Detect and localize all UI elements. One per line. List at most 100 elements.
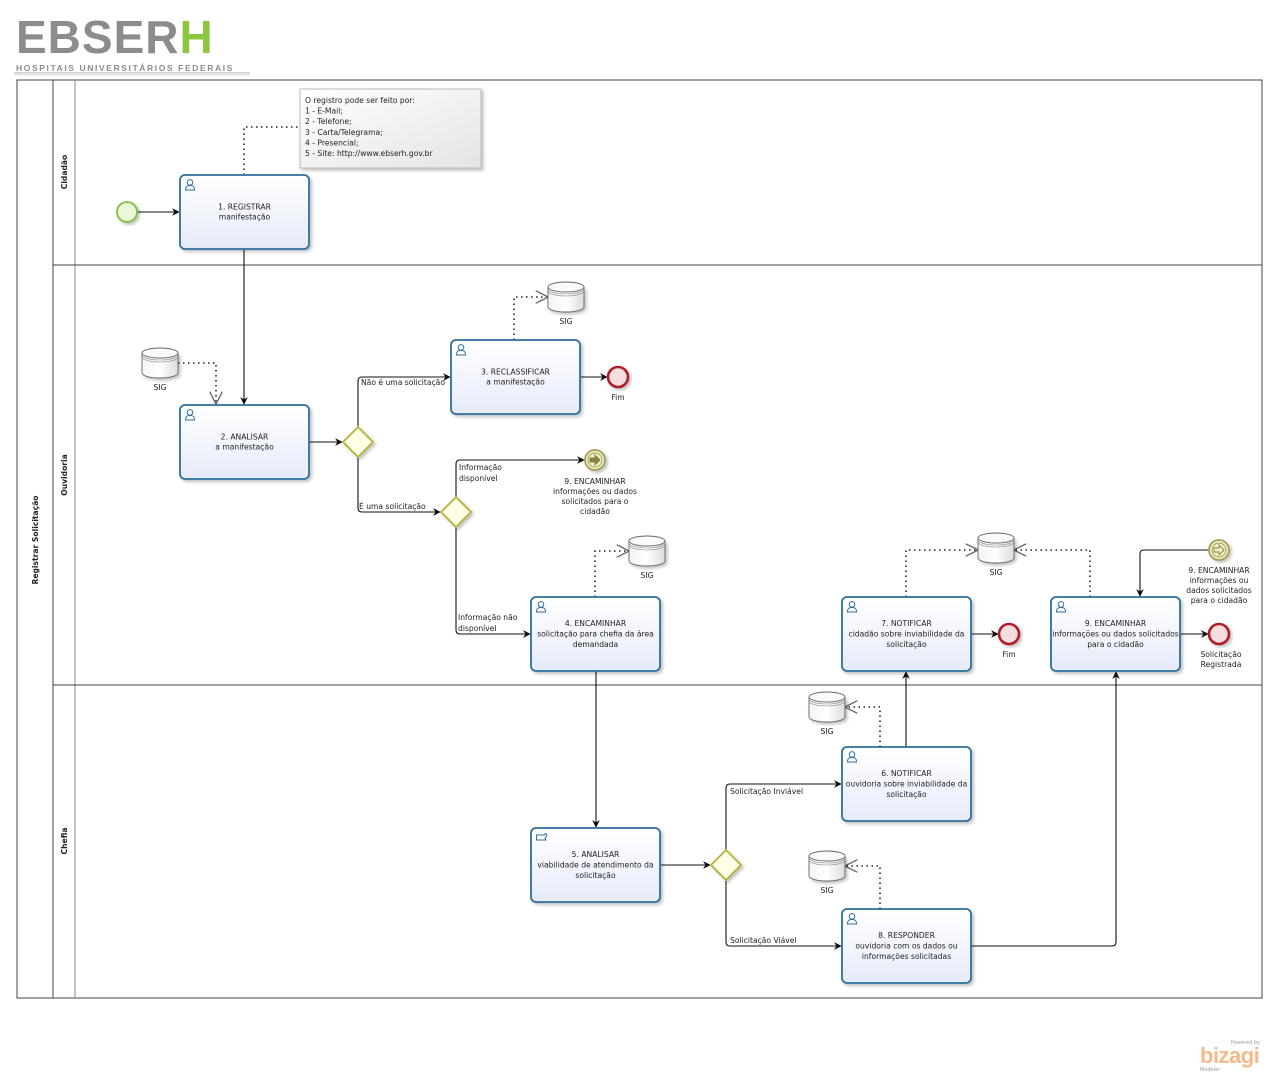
user-task-icon (455, 344, 467, 356)
gateway-diamond[interactable] (439, 495, 473, 529)
manual-task-icon (536, 832, 548, 841)
sequence-flow-t8-to-t9 (971, 671, 1120, 947)
datastore-ring (141, 354, 179, 361)
end-event-circle[interactable] (606, 365, 630, 389)
flow-label-info-nao-disponivel: Informação não (458, 613, 518, 622)
task-label: cidadão sobre inviabilidade da (849, 630, 965, 639)
event-label: 9. ENCAMINHAR (1188, 566, 1250, 575)
start-event-start[interactable] (116, 201, 138, 223)
data-associations (178, 126, 1091, 909)
annotation-line: 2 - Telefone; (305, 117, 352, 126)
data-association-t8-to-sig (846, 866, 881, 909)
gateway-g1[interactable] (341, 425, 375, 459)
end-event-end1[interactable]: Fim (606, 365, 630, 402)
task-box[interactable] (450, 339, 581, 415)
task-label: viabilidade de atendimento da (537, 861, 653, 870)
user-body (846, 918, 858, 925)
lane-label-chefia: Chefia (60, 828, 69, 855)
task-box[interactable] (530, 596, 661, 672)
event-label: Registrada (1201, 660, 1242, 669)
pool: Registrar Solicitação Cidadão Ouvidoria … (16, 79, 1263, 999)
user-body (846, 756, 858, 763)
task-label: ouvidoria com os dados ou (855, 942, 957, 951)
end-event-end2[interactable]: Fim (997, 622, 1021, 659)
datastore-ring (808, 698, 846, 705)
task-label: 1. REGISTRAR (218, 202, 271, 211)
event-label: Fim (611, 393, 624, 402)
pool-label: Registrar Solicitação (31, 495, 40, 584)
sequence-flow-g1-to-g2 (357, 457, 441, 516)
task-label: 2. ANALISAR (221, 432, 269, 441)
user-task-icon (846, 913, 858, 925)
gateway-g3[interactable] (709, 848, 743, 882)
datastore-ds3[interactable]: SIG (547, 281, 585, 326)
user-task-icon (846, 601, 858, 613)
lane-label-ouvidoria: Ouvidoria (60, 454, 69, 496)
datastore-label: SIG (821, 886, 834, 895)
user-body (455, 349, 467, 356)
logo-wordmark: EBSERH (16, 11, 214, 63)
task-label: 7. NOTIFICAR (881, 619, 932, 628)
powered-by-text: Powered by (1231, 1040, 1260, 1046)
datastore-ds79[interactable]: SIG (977, 532, 1015, 577)
event-label: informações ou (1190, 576, 1249, 585)
user-task-icon (535, 601, 547, 613)
annotation-line: 3 - Carta/Telegrama; (305, 128, 383, 137)
task-box[interactable] (841, 908, 972, 984)
datastore-label: SIG (821, 727, 834, 736)
gateway-diamond[interactable] (341, 425, 375, 459)
datastore-ds6[interactable]: SIG (808, 691, 846, 736)
task-label: 6. NOTIFICAR (881, 769, 932, 778)
task-box[interactable] (530, 827, 661, 903)
task-box[interactable] (841, 596, 972, 672)
sequence-flows (138, 208, 1209, 950)
gateway-diamond[interactable] (709, 848, 743, 882)
flow-label-info-disponivel: Informação (459, 463, 502, 472)
datastore-ds8[interactable]: SIG (808, 850, 846, 895)
datastore-ring (547, 290, 585, 297)
gateway-g2[interactable] (439, 495, 473, 529)
end-event-circle[interactable] (1207, 622, 1231, 646)
event-label: cidadão (580, 507, 610, 516)
lane-label-cidadao: Cidadão (60, 155, 69, 190)
datastore-ds4[interactable]: SIG (628, 535, 666, 580)
user-body (184, 414, 196, 421)
annotation-line: O registro pode ser feito por: (305, 96, 415, 105)
task-box[interactable] (179, 404, 310, 480)
event-label: solicitados para o (562, 497, 629, 506)
sequence-flow-g3-to-t6 (725, 780, 842, 850)
sequence-flow-g2-to-t4 (455, 527, 531, 638)
link-event-inner (1211, 542, 1227, 558)
task-box[interactable] (179, 174, 310, 250)
flow-label-info-nao-disponivel: disponível (458, 624, 497, 633)
end-event-circle[interactable] (997, 622, 1021, 646)
datastore-ring (141, 356, 179, 363)
logo-underline (14, 72, 250, 76)
start-event-circle[interactable] (116, 201, 138, 223)
task-box[interactable] (1050, 596, 1181, 672)
flow-label-viavel: Solicitação Viável (730, 936, 797, 945)
datastore-label: SIG (641, 571, 654, 580)
task-label: a manifestação (486, 378, 545, 387)
task-box[interactable] (841, 746, 972, 822)
annotation-association (243, 126, 300, 175)
datastore-ds2[interactable]: SIG (141, 347, 179, 392)
data-association-t7-to-sig (905, 550, 977, 597)
datastore-ring (547, 288, 585, 295)
task-t7[interactable]: 7. NOTIFICAR cidadão sobre inviabilidade … (841, 596, 972, 672)
task-label: demandada (573, 640, 618, 649)
user-task-icon (184, 179, 196, 191)
datastore-label: SIG (154, 383, 167, 392)
